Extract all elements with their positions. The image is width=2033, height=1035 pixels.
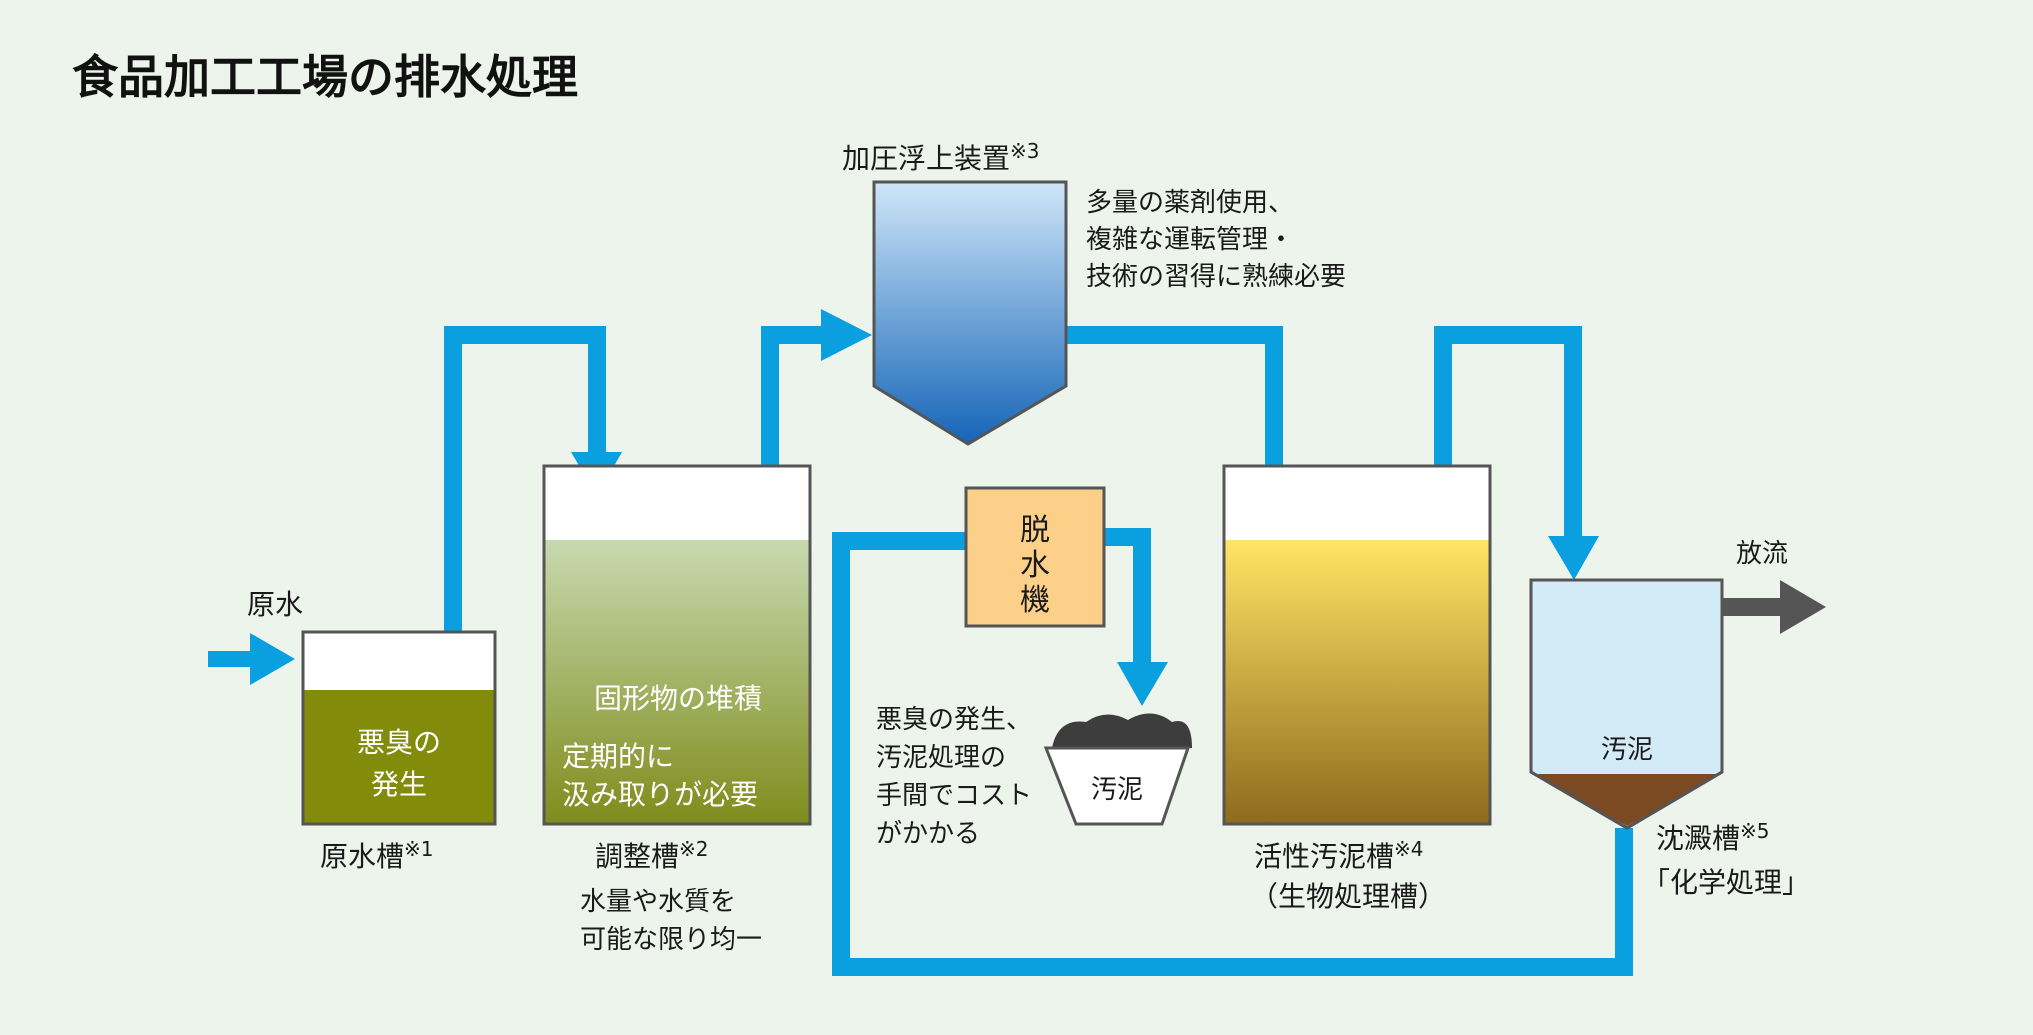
settling-inner-label: 汚泥: [1601, 735, 1653, 765]
dewater-label-2: 水: [1020, 548, 1050, 583]
pipe-act-top: [1434, 326, 1582, 344]
adjust-desc-line-1: 水量や水質を: [580, 887, 736, 917]
daf-name: 加圧浮上装置※3: [842, 139, 1040, 175]
daf-desc-line-1: 多量の薬剤使用、: [1086, 188, 1294, 218]
sludge-container-label: 汚泥: [1091, 775, 1143, 805]
dewater-desc-line-2: 汚泥処理の: [876, 743, 1006, 773]
pipe-raw-down: [588, 326, 606, 454]
raw-tank-inner-line-2: 発生: [371, 768, 427, 801]
outflow-arrow: [1722, 580, 1826, 634]
pipe-adjust-top: [761, 326, 823, 344]
adjust-tank-name: 調整槽※2: [595, 837, 709, 873]
activated-sludge-tank: [1222, 464, 1492, 826]
raw-tank-name: 原水槽※1: [320, 837, 434, 873]
daf-desc-line-3: 技術の習得に熟練必要: [1086, 262, 1346, 292]
settling-sub: 「化学処理」: [1642, 866, 1810, 899]
pipe-return-up: [832, 532, 850, 976]
settling-name: 沈澱槽※5: [1656, 819, 1770, 855]
activated-name-text: 活性汚泥槽: [1254, 840, 1394, 873]
pipe-raw-top: [444, 326, 606, 344]
dewater-desc-line-4: がかかる: [876, 819, 980, 849]
adjust-desc-line-2: 可能な限り均一: [580, 925, 762, 955]
adjust-inner-line-2: 汲み取りが必要: [562, 778, 758, 811]
pipe-act-down: [1564, 326, 1582, 538]
arrow-into-sludge: [1117, 662, 1168, 706]
daf-desc-line-2: 複雑な運転管理・: [1086, 225, 1294, 255]
adjust-tank-name-text: 調整槽: [595, 840, 679, 873]
raw-water-tank: 悪臭の 発生: [301, 630, 497, 826]
adjust-fill: [544, 540, 810, 824]
page-title: 食品加工工場の排水処理: [72, 50, 578, 104]
arrow-into-daf: [821, 309, 872, 361]
pipe-dewater-down: [1133, 528, 1151, 664]
dewater-label-3: 機: [1020, 583, 1050, 618]
sludge-container: 汚泥: [1043, 713, 1192, 826]
dewater-label-1: 脱: [1020, 513, 1050, 548]
sludge-pile: [1052, 713, 1192, 748]
dewater-desc-line-1: 悪臭の発生、: [876, 705, 1032, 735]
inflow-pipe: [208, 651, 254, 667]
activated-sub: （生物処理槽）: [1250, 880, 1446, 913]
settling-tank: 汚泥: [1529, 578, 1724, 830]
daf-name-text: 加圧浮上装置: [842, 142, 1010, 175]
dewater-desc-line-3: 手間でコスト: [876, 781, 1032, 811]
daf-note-mark: ※3: [1010, 139, 1039, 163]
adjust-inner-top: 固形物の堆積: [594, 682, 762, 715]
pipe-return-bottom: [832, 958, 1633, 976]
pipe-daf-right: [1065, 326, 1273, 344]
adjust-tank-note-mark: ※2: [679, 837, 708, 861]
raw-water-fill: [303, 690, 495, 824]
pipes: [208, 309, 1633, 976]
daf-unit: [872, 180, 1068, 446]
activated-note-mark: ※4: [1394, 837, 1423, 861]
raw-tank-name-text: 原水槽: [320, 840, 404, 873]
raw-tank-inner-line-1: 悪臭の: [357, 726, 441, 759]
arrow-into-settling: [1548, 536, 1599, 580]
settling-name-text: 沈澱槽: [1656, 822, 1740, 855]
activated-name: 活性汚泥槽※4: [1254, 837, 1424, 873]
pipe-daf-down: [1265, 326, 1283, 498]
raw-tank-note-mark: ※1: [404, 837, 433, 861]
adjust-inner-line-1: 定期的に: [562, 740, 674, 773]
settling-sludge: [1533, 774, 1720, 826]
inflow-arrow: [250, 633, 295, 685]
adjustment-tank: 固形物の堆積 定期的に 汲み取りが必要: [542, 464, 812, 826]
inflow-label: 原水: [247, 588, 303, 621]
pipe-return-top: [832, 532, 966, 550]
pipe-raw-up: [444, 326, 462, 660]
dewatering-machine: 脱 水 機: [964, 486, 1106, 628]
pipe-return-down: [1615, 828, 1633, 976]
activated-fill: [1224, 540, 1490, 824]
outflow-label: 放流: [1736, 539, 1788, 569]
settling-note-mark: ※5: [1740, 819, 1769, 843]
